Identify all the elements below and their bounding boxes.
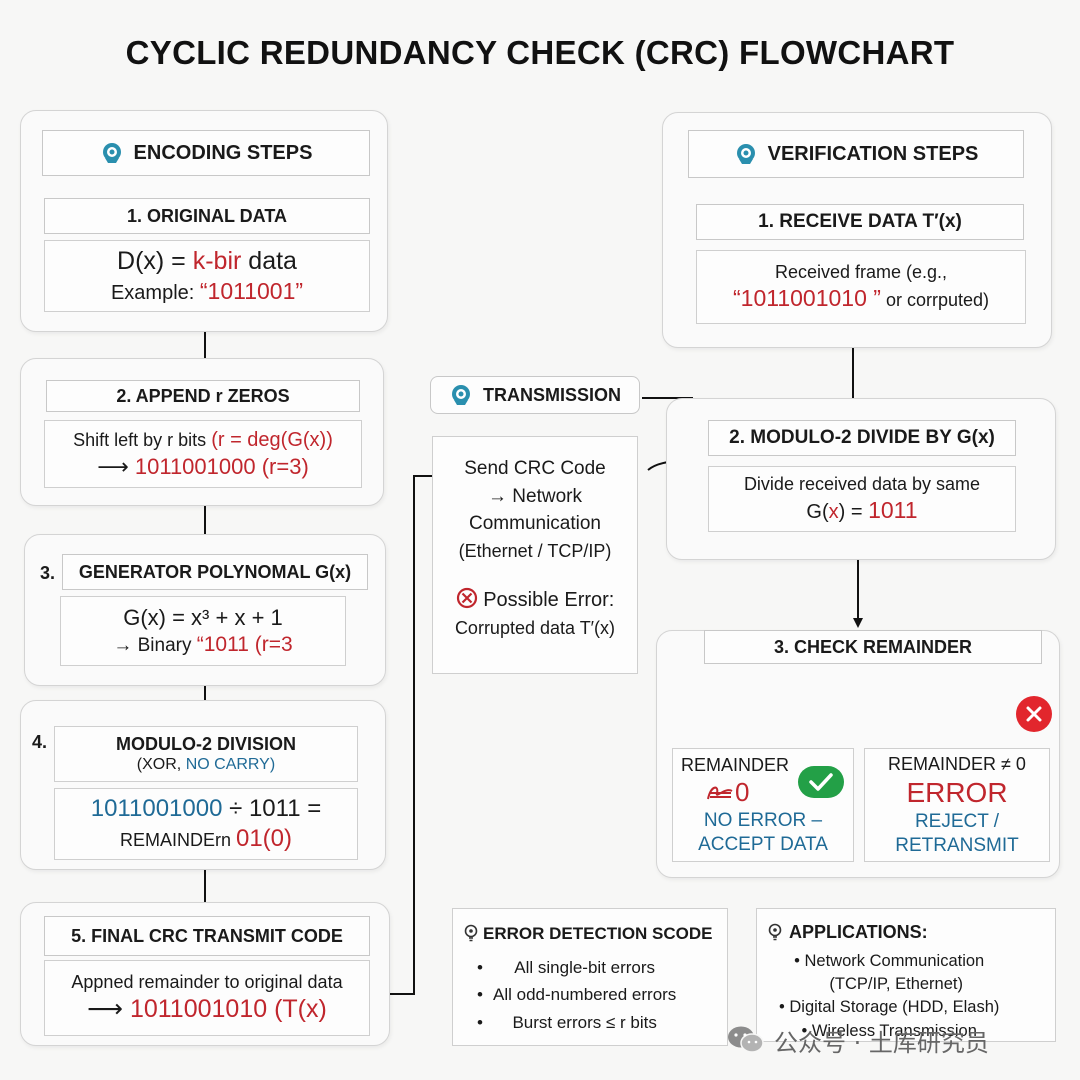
error-circle-icon: [456, 587, 477, 608]
step1-title-label: 1. ORIGINAL DATA: [126, 205, 287, 226]
list-item: All single-bit errors: [477, 954, 676, 981]
step4-title-box: MODULO-2 DIVISION (XOR, NO CARRY): [54, 726, 358, 782]
step1-content: D(x) = k-bir data Example: “1011001”: [44, 240, 370, 312]
wechat-icon: [728, 1026, 764, 1053]
step2-title-label: 2. APPEND r ZEROS: [116, 385, 290, 406]
close-x-icon: [1016, 696, 1052, 732]
step4-division: 1011001000 ÷ 1011 =: [90, 795, 322, 822]
lightbulb-icon: [464, 924, 478, 942]
remainder-zero-label: REMAINDER: [681, 754, 790, 775]
step2-title: 2. APPEND r ZEROS: [46, 380, 360, 412]
list-item: (TCP/IP, Ethernet): [829, 974, 963, 993]
step4-subtitle: (XOR, NO CARRY): [136, 756, 276, 774]
applications-title: APPLICATIONS:: [767, 921, 928, 944]
error-detection-scope-title: ERROR DETECTION SCODE: [463, 923, 713, 944]
remainder-nonzero-box: REMAINDER ≠ 0 ERROR REJECT / RETRANSMIT: [864, 748, 1050, 862]
step4-title: MODULO-2 DIVISION: [115, 733, 296, 754]
step3-title-label: GENERATOR POLYNOMAL G(x): [78, 561, 352, 582]
step5-content: Appned remainder to original data ⟶ 1011…: [44, 960, 370, 1036]
step4-content: 1011001000 ÷ 1011 = REMAINDErn 01(0): [54, 788, 358, 860]
step3-title: GENERATOR POLYNOMAL G(x): [62, 554, 368, 590]
remainder-zero-line2: ACCEPT DATA: [698, 833, 828, 855]
step5-append-text: Appned remainder to original data: [71, 972, 343, 993]
watermark: 公众号 · 土库研究员: [726, 1022, 989, 1058]
watermark-text: 公众号 · 土库研究员: [774, 1028, 989, 1057]
transmission-line-1: Send CRC Code: [464, 458, 606, 479]
list-item: • Wireless Transmission: [801, 1021, 977, 1040]
verification-steps-header: VERIFICATION STEPS: [688, 130, 1024, 178]
step3-number: 3.: [40, 563, 56, 583]
transmission-header: TRANSMISSION: [430, 376, 640, 414]
step5-title-label: 5. FINAL CRC TRANSMIT CODE: [71, 925, 343, 946]
gear-badge-icon: [451, 385, 470, 405]
lightbulb-icon: [768, 923, 782, 941]
verify3-title: 3. CHECK REMAINDER: [704, 630, 1042, 664]
step3-polynomial: G(x) = x³ + x + 1: [123, 605, 283, 631]
verify2-content: Divide received data by same G(x) = 1011: [708, 466, 1016, 532]
step1-example: Example: “1011001”: [110, 278, 304, 305]
step2-shift-text: Shift left by r bits (r = deg(G(x)): [73, 428, 333, 451]
error-detection-scope-box: ERROR DETECTION SCODE All single-bit err…: [452, 908, 728, 1046]
applications-box: APPLICATIONS: • Network Communication (T…: [756, 908, 1056, 1042]
verify2-line2: G(x) = 1011: [806, 496, 918, 523]
verify2-line1: Divide received data by same: [743, 474, 981, 495]
verify1-title: 1. RECEIVE DATA T′(x): [696, 204, 1024, 240]
transmission-content: Send CRC Code → Network Communication (E…: [432, 436, 638, 674]
encoding-steps-header: ENCODING STEPS: [42, 130, 370, 176]
verify2-title-label: 2. MODULO-2 DIVIDE BY G(x): [729, 427, 995, 448]
list-item: All odd-numbered errors: [477, 981, 676, 1008]
check-icon: [798, 766, 844, 798]
list-item: Burst errors ≤ r bits: [477, 1009, 676, 1036]
step4-number: 4.: [32, 732, 48, 752]
step5-title: 5. FINAL CRC TRANSMIT CODE: [44, 916, 370, 956]
verification-steps-header-label: VERIFICATION STEPS: [767, 142, 979, 165]
verify1-line1: Received frame (e.g.,: [774, 262, 948, 283]
verify2-title: 2. MODULO-2 DIVIDE BY G(x): [708, 420, 1016, 456]
transmission-error-line: Corrupted data T′(x): [454, 617, 616, 638]
verify1-title-label: 1. RECEIVE DATA T′(x): [758, 211, 962, 232]
remainder-nonzero-line1: REJECT /: [914, 811, 1000, 832]
step3-binary: → Binary “1011 (r=3: [113, 632, 293, 656]
transmission-line-2: → Network: [488, 485, 582, 507]
remainder-zero-line1: NO ERROR –: [703, 809, 823, 831]
transmission-line-4: (Ethernet / TCP/IP): [458, 540, 612, 561]
remainder-nonzero-line2: RETRANSMIT: [895, 834, 1019, 856]
transmission-line-3: Communication: [469, 513, 601, 535]
step1-formula: D(x) = k-bir data: [117, 246, 297, 275]
gear-badge-icon: [736, 144, 755, 164]
step2-content: Shift left by r bits (r = deg(G(x)) ⟶ 10…: [44, 420, 362, 488]
step5-result: ⟶ 1011001010 (T(x): [87, 994, 327, 1023]
applications-list: • Network Communication (TCP/IP, Etherne…: [767, 950, 999, 1044]
page-title: CYCLIC REDUNDANCY CHECK (CRC) FLOWCHART: [125, 34, 955, 71]
step2-result: ⟶ 1011001000 (r=3): [97, 453, 309, 479]
remainder-zero-value: 0: [681, 776, 749, 809]
remainder-nonzero-label: REMAINDER ≠ 0: [888, 753, 1026, 774]
step4-remainder: REMAINDErn 01(0): [119, 825, 293, 852]
list-item: • Digital Storage (HDD, Elash): [779, 998, 1000, 1017]
verify3-title-label: 3. CHECK REMAINDER: [773, 636, 973, 657]
encoding-steps-header-label: ENCODING STEPS: [133, 141, 313, 164]
remainder-nonzero-value: ERROR: [906, 777, 1008, 808]
gear-badge-icon: [102, 143, 121, 163]
scribble-icon: [707, 786, 733, 800]
verify1-content: Received frame (e.g., “1011001010 ” or c…: [696, 250, 1026, 324]
error-detection-scope-list: All single-bit errors All odd-numbered e…: [463, 954, 676, 1036]
step3-content: G(x) = x³ + x + 1 → Binary “1011 (r=3: [60, 596, 346, 666]
verify1-line2: “1011001010 ” or corrputed): [733, 284, 989, 311]
list-item: • Network Communication: [794, 951, 985, 970]
transmission-error-title: Possible Error:: [456, 586, 614, 615]
step1-title: 1. ORIGINAL DATA: [44, 198, 370, 234]
transmission-header-label: TRANSMISSION: [482, 384, 621, 405]
